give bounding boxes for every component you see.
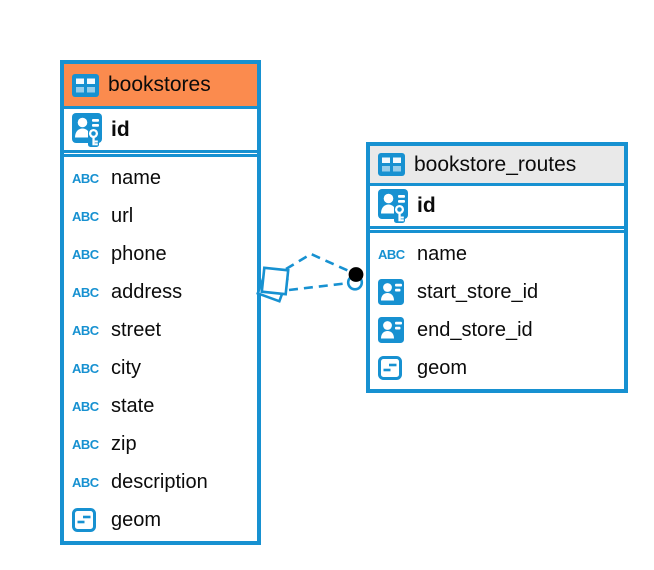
table-row[interactable]: geom <box>64 501 257 539</box>
entity-table-bookstore-routes[interactable]: bookstore_routes id ABC name start_store… <box>366 142 628 393</box>
relation-source-marker[interactable] <box>256 266 290 303</box>
text-type-icon: ABC <box>378 246 405 262</box>
geometry-type-icon <box>72 508 96 532</box>
section-divider <box>370 229 624 233</box>
text-type-icon: ABC <box>72 246 99 262</box>
text-type-icon: ABC <box>72 436 99 452</box>
table-header-bookstore-routes[interactable]: bookstore_routes <box>370 146 624 186</box>
table-row[interactable]: ABC description <box>64 463 257 501</box>
table-row-pk[interactable]: id <box>370 186 624 229</box>
column-name: url <box>111 204 134 227</box>
table-row[interactable]: start_store_id <box>370 273 624 311</box>
geometry-type-icon <box>378 356 402 380</box>
table-title: bookstores <box>108 73 211 96</box>
column-name: geom <box>111 508 162 531</box>
relation-line[interactable] <box>288 281 350 292</box>
text-type-icon: ABC <box>72 360 99 376</box>
text-type-icon: ABC <box>72 170 99 186</box>
column-name: street <box>111 318 162 341</box>
table-icon <box>72 74 99 97</box>
column-name: phone <box>111 242 167 265</box>
relation-line[interactable] <box>285 252 352 274</box>
column-name: state <box>111 394 155 417</box>
column-name: id <box>111 117 130 141</box>
column-name: description <box>111 470 208 493</box>
table-row[interactable]: ABC state <box>64 387 257 425</box>
table-row[interactable]: ABC name <box>370 235 624 273</box>
column-name: name <box>111 166 162 189</box>
table-row[interactable]: geom <box>370 349 624 387</box>
table-row[interactable]: ABC zip <box>64 425 257 463</box>
column-name: start_store_id <box>417 280 539 303</box>
table-row[interactable]: ABC city <box>64 349 257 387</box>
column-name: address <box>111 280 183 303</box>
foreign-key-icon <box>378 279 404 305</box>
primary-key-icon <box>378 189 408 223</box>
table-header-bookstores[interactable]: bookstores <box>64 64 257 109</box>
primary-key-icon <box>72 113 102 147</box>
table-title: bookstore_routes <box>414 152 577 176</box>
table-icon <box>378 153 405 176</box>
table-row[interactable]: end_store_id <box>370 311 624 349</box>
column-name: city <box>111 356 141 379</box>
relation-target-marker[interactable] <box>346 267 364 291</box>
text-type-icon: ABC <box>72 398 99 414</box>
foreign-key-icon <box>378 317 404 343</box>
column-name: id <box>417 194 436 217</box>
column-name: geom <box>417 356 468 379</box>
text-type-icon: ABC <box>72 208 99 224</box>
text-type-icon: ABC <box>72 474 99 490</box>
table-row[interactable]: ABC url <box>64 197 257 235</box>
text-type-icon: ABC <box>72 284 99 300</box>
column-name: zip <box>111 432 137 455</box>
text-type-icon: ABC <box>72 322 99 338</box>
table-row-pk[interactable]: id <box>64 109 257 153</box>
entity-table-bookstores[interactable]: bookstores id ABC name ABC url ABC phone… <box>60 60 261 545</box>
column-list: ABC name start_store_id end_store_id geo… <box>370 233 624 389</box>
table-row[interactable]: ABC phone <box>64 235 257 273</box>
column-list: ABC name ABC url ABC phone ABC address A… <box>64 157 257 541</box>
table-row[interactable]: ABC address <box>64 273 257 311</box>
section-divider <box>64 153 257 157</box>
column-name: name <box>417 242 468 265</box>
table-row[interactable]: ABC name <box>64 159 257 197</box>
table-row[interactable]: ABC street <box>64 311 257 349</box>
column-name: end_store_id <box>417 318 533 341</box>
